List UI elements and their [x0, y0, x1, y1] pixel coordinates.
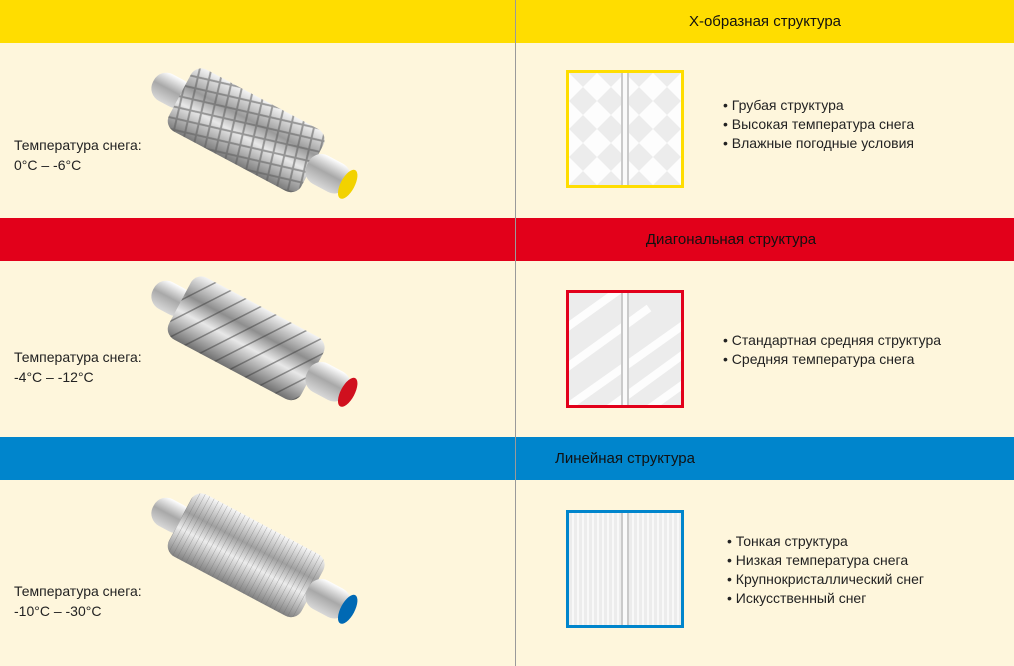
roller-x-structure-image — [151, 68, 358, 199]
list-item: Искусственный снег — [727, 589, 924, 608]
section-3-title: Линейная структура — [555, 450, 695, 467]
section-2-temp-range: -4°C – -12°C — [14, 369, 94, 385]
list-item: Высокая температура снега — [723, 115, 914, 134]
list-item: Низкая температура снега — [727, 551, 924, 570]
roller-diagonal-structure-image — [151, 276, 358, 407]
list-item: Крупнокристаллический снег — [727, 570, 924, 589]
section-3-bullets: Тонкая структура Низкая температура снег… — [727, 532, 924, 608]
linear-structure-pattern-swatch — [566, 510, 684, 628]
list-item: Средняя температура снега — [723, 350, 941, 369]
section-1-title: X-образная структура — [688, 13, 842, 30]
list-item: Грубая структура — [723, 96, 914, 115]
section-2-title: Диагональная структура — [645, 231, 817, 248]
section-1-bullets: Грубая структура Высокая температура сне… — [723, 96, 914, 153]
section-3-content: Температура снега: -10°C – -30°C — [0, 480, 1014, 666]
roller-linear-structure-image — [151, 493, 358, 624]
list-item: Влажные погодные условия — [723, 134, 914, 153]
section-1-band: X-образная структура — [0, 0, 1014, 43]
section-3-temp-range: -10°C – -30°C — [14, 603, 102, 619]
diagonal-structure-pattern-swatch — [566, 290, 684, 408]
section-1-temp-label: Температура снега: — [14, 137, 142, 153]
section-2-bullets: Стандартная средняя структура Средняя те… — [723, 331, 941, 369]
section-1-temperature: Температура снега: 0°C – -6°C — [14, 135, 142, 175]
section-3-band: Линейная структура — [0, 437, 1014, 480]
section-2-content: Температура снега: -4°C – -12°C — [0, 261, 1014, 437]
column-divider — [515, 0, 516, 666]
section-3-temp-label: Температура снега: — [14, 583, 142, 599]
list-item: Тонкая структура — [727, 532, 924, 551]
section-2-temp-label: Температура снега: — [14, 349, 142, 365]
section-3-temperature: Температура снега: -10°C – -30°C — [14, 581, 142, 621]
x-structure-pattern-swatch — [566, 70, 684, 188]
section-1-content: Температура снега: 0°C – -6°C — [0, 43, 1014, 218]
section-2-temperature: Температура снега: -4°C – -12°C — [14, 347, 142, 387]
section-1-temp-range: 0°C – -6°C — [14, 157, 82, 173]
section-2-band: Диагональная структура — [0, 218, 1014, 261]
list-item: Стандартная средняя структура — [723, 331, 941, 350]
